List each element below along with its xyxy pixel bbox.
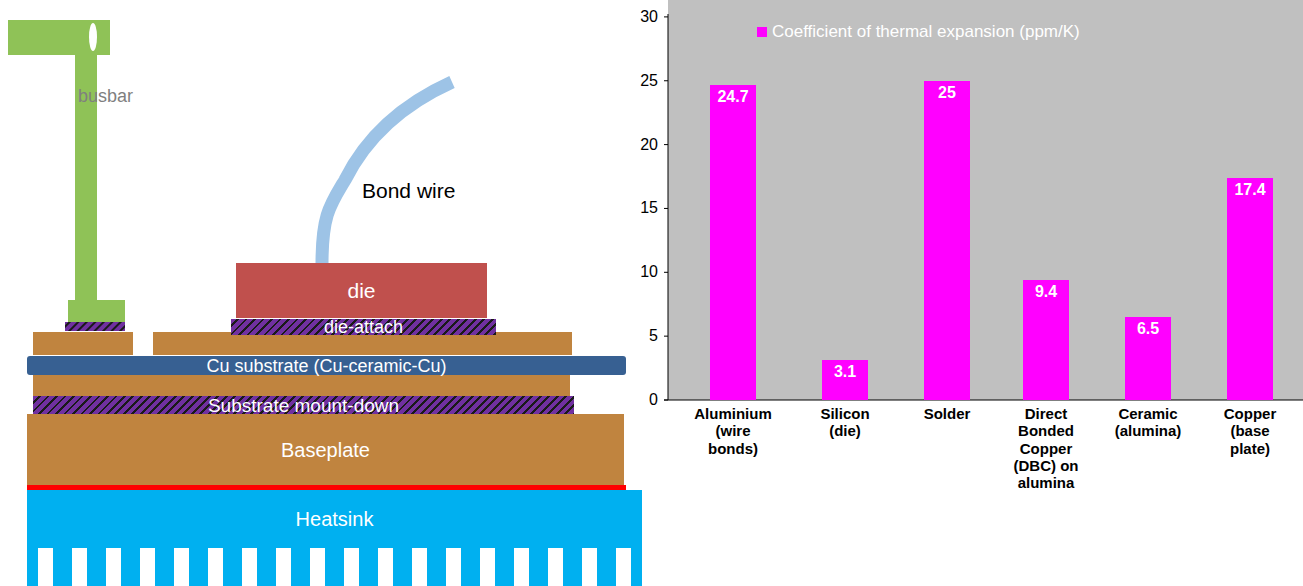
bar-value: 6.5 [1137,321,1159,337]
busbar-attach [65,322,125,331]
layer-label: Heatsink [296,509,374,529]
heatsink-box: Heatsink [27,492,642,546]
layer-label: die-attach [324,318,403,336]
copper-bottom [33,375,570,396]
bar: 24.7 [710,85,756,400]
legend-entry: Coefficient of thermal expansion (ppm/K) [757,22,1080,42]
bar: 25 [924,81,970,400]
layer-label: Baseplate [281,440,370,460]
layer-label: busbar [78,87,133,105]
layer-label: Cu substrate (Cu-ceramic-Cu) [206,357,446,375]
category-label: Ceramic (alumina) [1107,405,1189,440]
part-name: Bond wire [362,178,455,203]
thermal-interface [27,485,626,490]
busbar-hole [89,23,97,51]
bar-value: 3.1 [834,364,856,380]
legend-text: Coefficient of thermal expansion (ppm/K) [772,22,1080,42]
category-label: Direct Bonded Copper (DBC) on alumina [1007,405,1085,491]
plot-area [668,0,1303,400]
axis-tick: 10 [620,262,658,281]
mount-down-layer: Substrate mount-down [33,396,574,414]
bar-value: 25 [938,85,956,101]
copper-pad [33,332,133,355]
category-label: Copper (base plate) [1214,405,1286,457]
x-axis [664,400,1303,401]
axis-tick: 0 [620,390,658,409]
bar: 3.1 [822,360,868,400]
die-box: die [236,263,487,318]
bar-value: 24.7 [717,89,748,105]
bar-value: 9.4 [1035,284,1057,300]
tick-marks [664,17,668,400]
axis-tick: 25 [620,71,658,90]
bar: 17.4 [1227,178,1273,400]
legend-swatch [757,27,767,37]
baseplate-box: Baseplate [27,414,624,485]
axis-tick: 30 [620,7,658,26]
y-axis [668,14,669,400]
bar: 6.5 [1125,317,1171,400]
die-attach-layer: die-attach [231,319,496,335]
busbar-shape [8,20,125,322]
heatsink-fins [38,548,631,586]
category-label: Aluminium (wire bonds) [690,405,776,457]
layer-label: Substrate mount-down [208,396,399,415]
layer-label: die [347,280,375,301]
category-label: Silicon (die) [809,405,881,440]
bar: 9.4 [1023,280,1069,400]
busbar-label-box: busbar [78,82,148,110]
category-label: Solder [911,405,983,422]
substrate-band: Cu substrate (Cu-ceramic-Cu) [27,356,626,375]
bar-value: 17.4 [1234,182,1265,198]
axis-tick: 5 [620,326,658,345]
axis-tick: 20 [620,135,658,154]
axis-tick: 15 [620,198,658,217]
heatsink-body [27,490,642,586]
bond-wire [322,82,452,264]
